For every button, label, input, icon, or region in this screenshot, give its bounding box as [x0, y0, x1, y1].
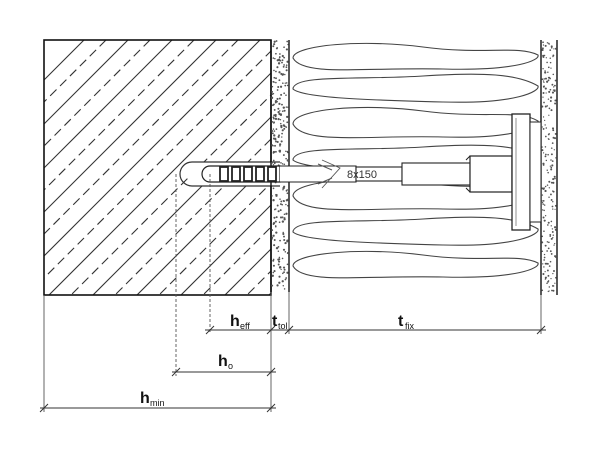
label-t-tol: t tol: [272, 313, 288, 331]
label-h-o: h o: [218, 353, 233, 371]
anchor-screw: [355, 155, 513, 193]
anchor-marking-label: 8x150: [347, 169, 377, 181]
svg-text:o: o: [228, 361, 233, 371]
label-t-fix: t fix: [398, 313, 415, 331]
label-h-min: h min: [140, 390, 165, 408]
anchor-head-plate: [511, 113, 542, 231]
svg-text:eff: eff: [240, 321, 250, 331]
svg-text:t: t: [398, 313, 404, 330]
dimension-extension-lines: [43, 174, 542, 412]
plaster-layer: [270, 40, 290, 292]
concrete-base-material: [43, 39, 272, 296]
svg-text:fix: fix: [405, 321, 415, 331]
anchor-sleeve: [201, 159, 357, 189]
dimension-lines: [39, 325, 546, 413]
svg-text:t: t: [272, 313, 278, 330]
svg-text:h: h: [140, 390, 150, 407]
outer-wall: [540, 40, 558, 295]
svg-text:min: min: [150, 398, 165, 408]
label-h-eff: h eff: [230, 313, 250, 331]
svg-text:h: h: [230, 313, 240, 330]
svg-text:h: h: [218, 353, 228, 370]
svg-text:tol: tol: [278, 321, 288, 331]
